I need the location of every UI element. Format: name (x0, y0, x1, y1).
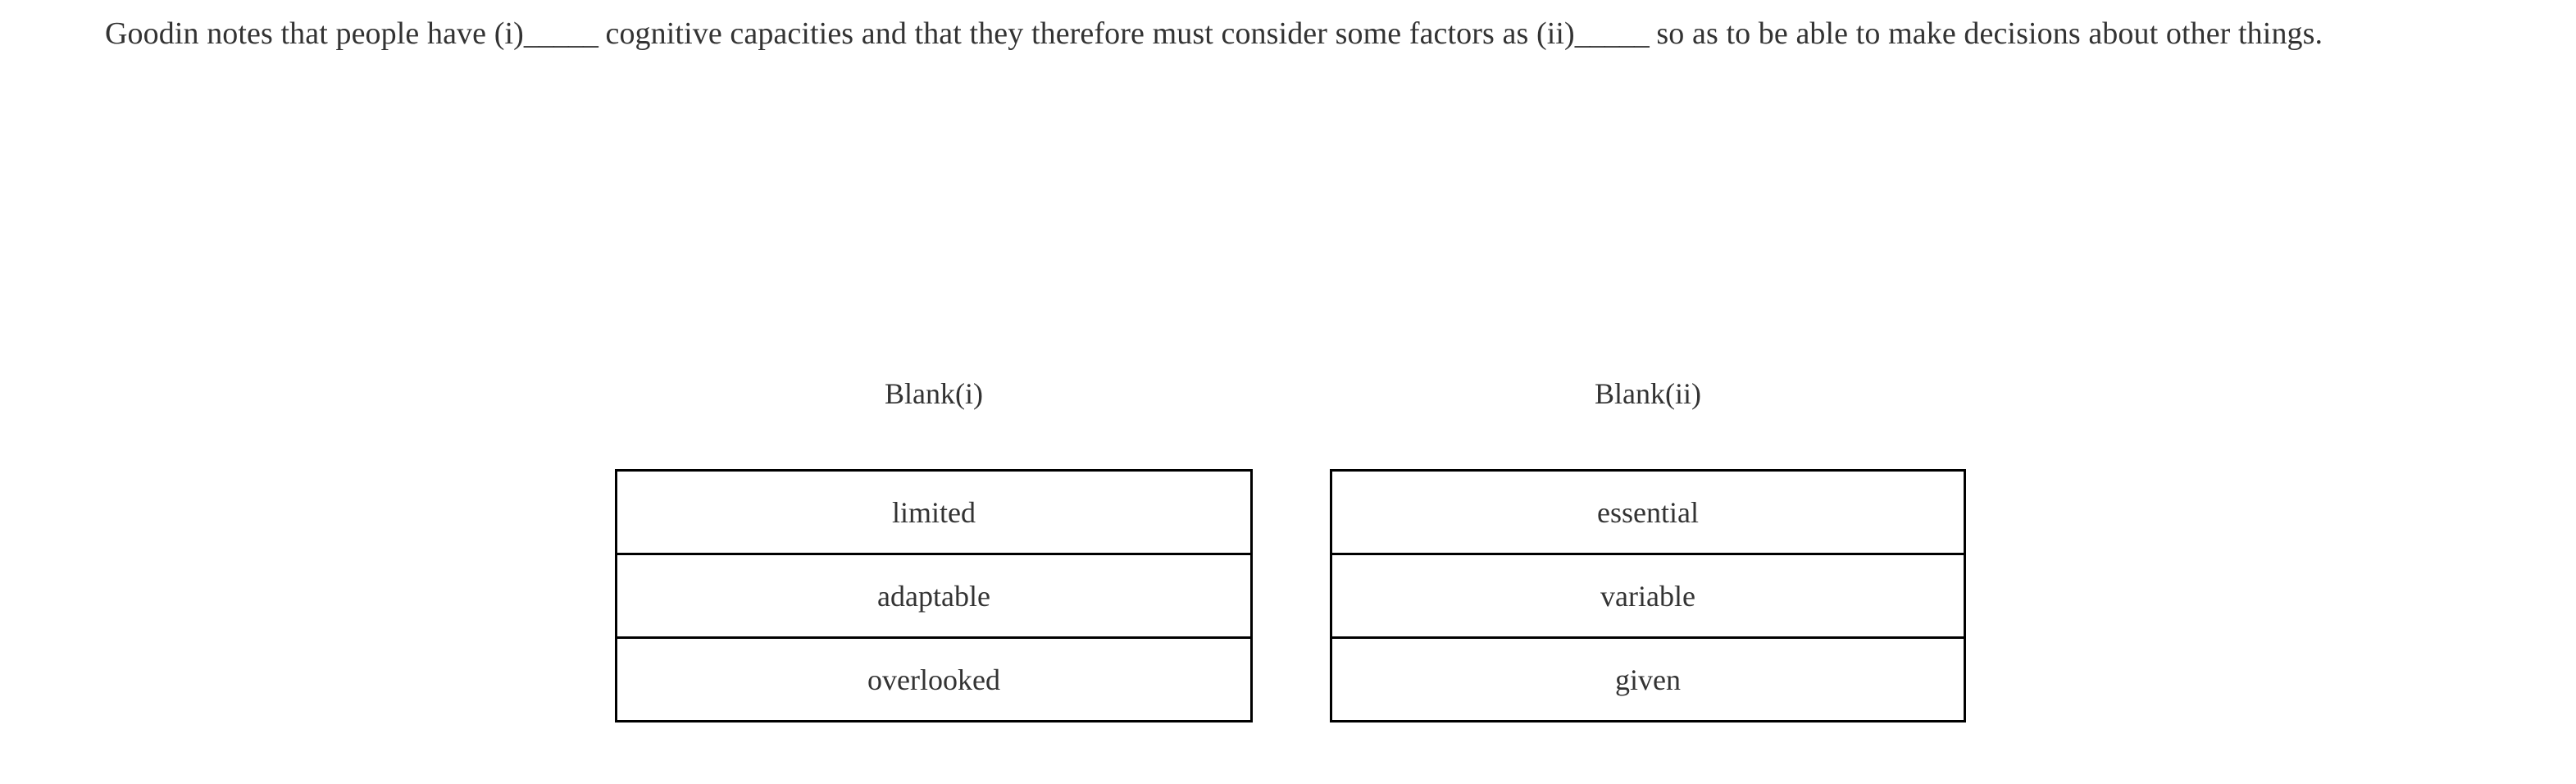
blank-ii-option-table: essential variable given (1330, 469, 1966, 722)
option-cell-i-3[interactable]: overlooked (616, 636, 1252, 722)
table-row[interactable]: essential (1331, 471, 1965, 554)
blank-ii-rule: _____ (1574, 16, 1650, 51)
blank-column-i: Blank(i) limited adaptable overlooked (615, 371, 1253, 722)
option-cell-ii-1[interactable]: essential (1597, 495, 1699, 529)
option-cell-ii-2[interactable]: variable (1331, 553, 1965, 638)
table-row[interactable]: overlooked (616, 636, 1252, 722)
blank-i-rule: _____ (523, 16, 598, 51)
stem-text-part-1: Goodin notes that people have (i) (105, 16, 524, 51)
option-cell-i-1[interactable]: limited (892, 495, 976, 529)
table-row[interactable]: given (1331, 636, 1965, 722)
stem-text-part-3: so as to be able to make decisions about… (1648, 16, 2323, 51)
blank-i-option-table: limited adaptable overlooked (615, 469, 1253, 722)
table-row[interactable]: variable (1331, 553, 1965, 638)
option-cell-ii-3[interactable]: given (1331, 636, 1965, 722)
question-stem: Goodin notes that people have (i)_____ c… (105, 13, 2466, 55)
stem-text-part-2: cognitive capacities and that they there… (597, 16, 1575, 51)
blank-i-header: Blank(i) (885, 377, 983, 410)
table-row[interactable]: limited (617, 471, 1252, 554)
table-row[interactable]: adaptable (616, 553, 1252, 638)
blank-column-ii: Blank(ii) essential variable given (1330, 371, 1966, 722)
option-cell-i-2[interactable]: adaptable (616, 553, 1252, 638)
blank-ii-header: Blank(ii) (1595, 377, 1701, 410)
